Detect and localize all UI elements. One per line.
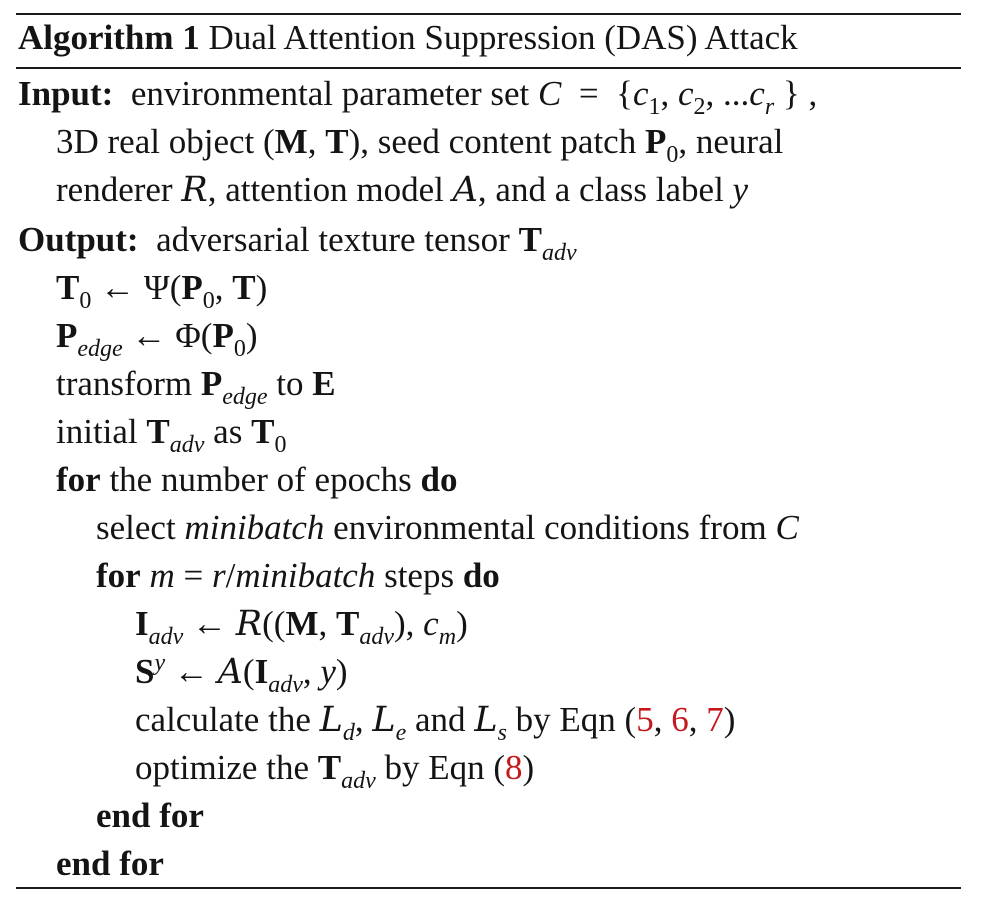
input-line-2: 3D real object (M, T), seed content patc… [56,122,784,168]
algorithm-title: Dual Attention Suppression (DAS) Attack [208,18,798,57]
inner-for-line: for m = r/minibatch steps do [96,556,500,595]
input-label: Input: [18,74,114,113]
eqn-ref-6[interactable]: 6 [671,700,689,739]
output-line: Output: adversarial texture tensor Tadv [18,220,577,266]
calculate-loss-step: calculate the Ld, Le and Ls by Eqn (5, 6… [135,700,736,746]
end-outer-for: end for [56,844,164,883]
caption-rule [16,67,961,69]
outer-for-line: for the number of epochs do [56,460,458,499]
bottom-rule [16,887,961,889]
attention-step: Sy ← A(Iadv, y) [135,650,348,698]
step-edge-extract: Pedge ← Φ(P0) [56,316,258,362]
optimize-step: optimize the Tadv by Eqn (8) [135,748,535,794]
eqn-ref-5[interactable]: 5 [636,700,654,739]
algorithm-label: Algorithm 1 [18,18,200,57]
input-line-3: renderer R, attention model A, and a cla… [56,170,749,210]
eqn-ref-8[interactable]: 8 [505,748,523,787]
eqn-ref-7[interactable]: 7 [706,700,724,739]
input-line-1: Input: environmental parameter set C = {… [18,74,818,120]
step-texture-init: T0 ← Ψ(P0, T) [56,268,268,314]
select-minibatch-line: select minibatch environmental condition… [96,508,799,547]
algorithm-caption: Algorithm 1 Dual Attention Suppression (… [18,17,958,59]
output-label: Output: [18,220,139,259]
top-rule [16,13,961,15]
end-inner-for: end for [96,796,204,835]
step-initial-adv: initial Tadv as T0 [56,412,287,458]
render-step: Iadv ← R((M, Tadv), cm) [135,604,468,650]
step-transform: transform Pedge to E [56,364,336,410]
